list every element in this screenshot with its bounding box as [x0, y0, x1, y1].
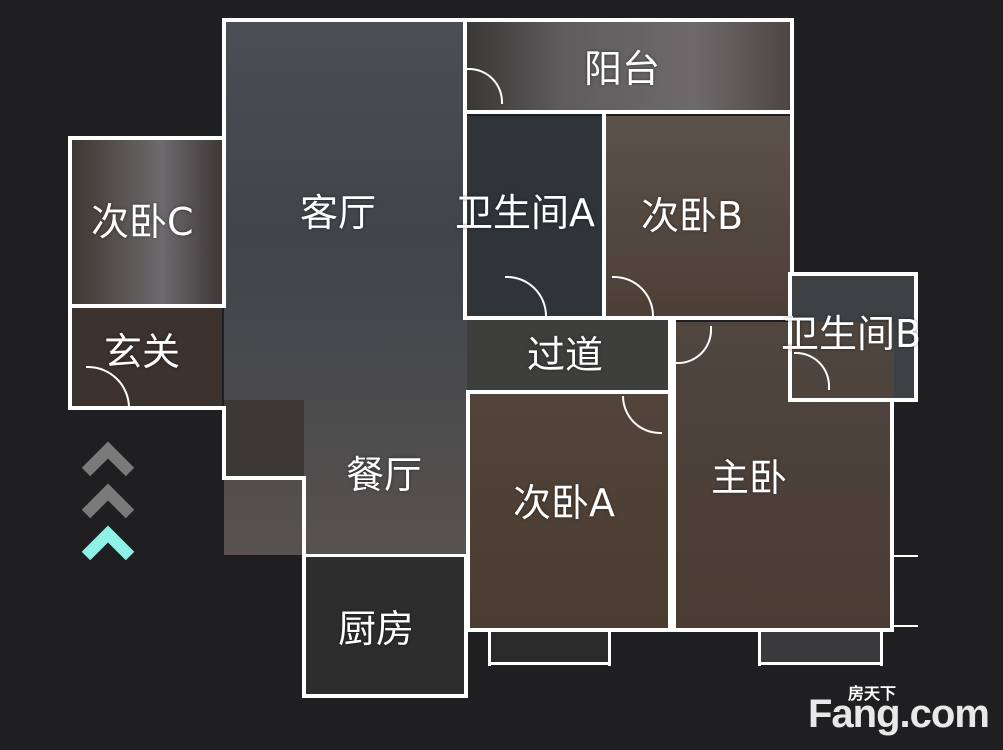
wall — [222, 406, 226, 480]
wall — [790, 18, 794, 114]
wall — [467, 390, 672, 394]
wall — [302, 476, 306, 698]
wall — [463, 110, 794, 114]
wall — [668, 318, 672, 394]
wall — [302, 554, 468, 557]
bay-window-a-fill — [490, 632, 610, 664]
wall — [602, 110, 606, 318]
wall — [68, 136, 72, 410]
chevron-up-icon — [82, 483, 134, 519]
wall — [880, 630, 883, 666]
wall — [222, 476, 306, 480]
wall — [463, 316, 793, 320]
dining-extension-fill — [224, 400, 304, 478]
bay-window-master-fill — [760, 632, 880, 664]
room-label-bathroom-b: 卫生间B — [781, 312, 922, 356]
wall — [488, 630, 491, 666]
room-label-foyer: 玄关 — [104, 330, 181, 374]
direction-arrows-icon — [82, 441, 134, 561]
wall — [890, 398, 894, 632]
fang-logo: 房天下 Fang.com — [808, 684, 990, 736]
room-label-bathroom-a: 卫生间A — [455, 191, 595, 235]
wall — [892, 625, 918, 627]
balcony-fill — [467, 22, 791, 110]
room-label-bedroom-c: 次卧C — [91, 200, 194, 244]
wall — [914, 272, 918, 402]
chevron-up-icon — [82, 525, 134, 561]
logo-brand-small: 房天下 — [848, 684, 897, 703]
bathroom-a-fill — [467, 116, 604, 318]
wall — [672, 320, 676, 632]
wall — [68, 406, 226, 410]
room-label-kitchen: 厨房 — [338, 607, 415, 651]
wall — [788, 398, 918, 402]
wall — [488, 662, 611, 665]
room-label-living-room: 客厅 — [300, 191, 377, 235]
wall — [790, 110, 794, 276]
wall — [466, 390, 470, 632]
wall — [222, 136, 226, 308]
bedroom-c-fill — [72, 138, 222, 305]
master-bedroom-fill — [674, 322, 894, 632]
hallway-fill — [467, 320, 672, 390]
wall — [68, 304, 226, 308]
room-label-bedroom-a: 次卧A — [513, 481, 615, 525]
wall — [758, 662, 883, 665]
chevron-up-icon — [82, 441, 134, 477]
wall — [302, 694, 468, 698]
logo-brand-main: Fang.com — [808, 692, 990, 736]
wall — [790, 272, 918, 276]
room-label-master-bedroom: 主卧 — [711, 456, 788, 500]
wall — [463, 18, 467, 320]
room-label-bedroom-b: 次卧B — [641, 194, 744, 238]
wall — [758, 630, 761, 666]
wall — [68, 136, 226, 140]
room-label-hallway: 过道 — [527, 333, 604, 377]
wall — [466, 628, 894, 632]
wall — [892, 555, 918, 557]
wall — [668, 390, 672, 632]
wall — [608, 630, 611, 666]
room-label-balcony: 阳台 — [584, 47, 661, 91]
wall — [788, 272, 792, 402]
room-label-dining-room: 餐厅 — [346, 453, 423, 497]
kitchen-fill — [304, 557, 464, 697]
bedroom-a-fill — [470, 393, 670, 630]
wall — [222, 18, 226, 138]
wall — [222, 18, 794, 22]
